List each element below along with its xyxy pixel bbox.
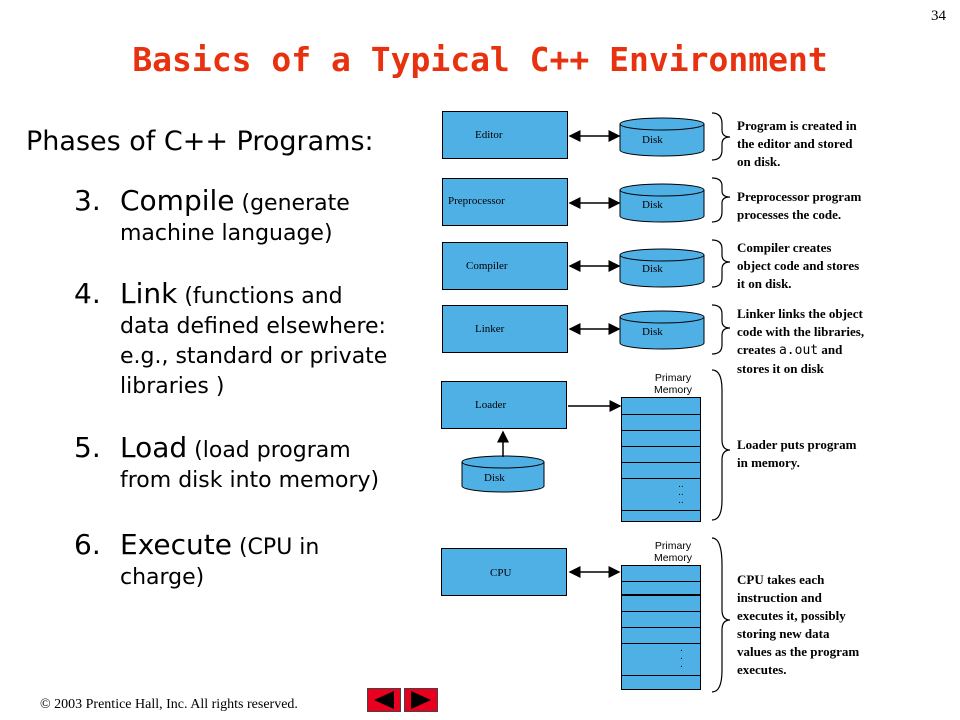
phase-item-execute: 6. Execute (CPU in charge) — [74, 530, 319, 593]
compiler-box: Compiler — [442, 242, 568, 290]
copyright: © 2003 Prentice Hall, Inc. All rights re… — [40, 697, 298, 713]
item-text: libraries ) — [120, 374, 225, 399]
phase-item-load: 5. Load (load program from disk into mem… — [74, 433, 379, 496]
brace-icon — [711, 369, 731, 521]
disk-icon — [619, 117, 705, 157]
editor-box: Editor — [442, 111, 568, 159]
item-keyword: Load — [120, 431, 188, 464]
slide-title: Basics of a Typical C++ Environment — [132, 40, 828, 79]
box-label: Loader — [475, 399, 507, 411]
item-number: 6. — [74, 528, 101, 561]
editor-description: Program is created in the editor and sto… — [737, 118, 857, 169]
box-label: Preprocessor — [448, 195, 505, 207]
box-label: Linker — [475, 323, 505, 335]
item-keyword: Execute — [120, 528, 232, 561]
disk-icon — [619, 248, 705, 288]
cpu-box: CPU — [441, 548, 567, 596]
cpu-description: CPU takes each instruction and executes … — [737, 572, 860, 677]
disk-label: Disk — [484, 472, 505, 484]
brace-icon — [711, 537, 731, 693]
page-number: 34 — [931, 8, 946, 24]
primary-memory-cpu: ... — [621, 565, 701, 690]
previous-slide-button[interactable] — [367, 688, 401, 712]
item-text: charge) — [120, 565, 205, 590]
loader-description: Loader puts program in memory. — [737, 437, 857, 470]
preprocessor-box: Preprocessor — [442, 178, 568, 226]
item-text: (functions and — [177, 284, 343, 309]
linker-description: Linker links the object code with the li… — [737, 306, 865, 376]
primary-memory-loader: ...... — [621, 397, 701, 522]
item-text: (generate — [234, 191, 350, 216]
box-label: CPU — [490, 567, 512, 579]
copyright-icon: © — [40, 697, 51, 712]
item-number: 4. — [74, 277, 101, 310]
box-label: Compiler — [466, 260, 508, 272]
preprocessor-description: Preprocessor program processes the code. — [737, 189, 862, 222]
item-number: 3. — [74, 184, 101, 217]
loader-box: Loader — [441, 381, 567, 429]
disk-label: Disk — [642, 134, 663, 146]
brace-icon — [711, 177, 731, 223]
item-text: (CPU in — [231, 535, 320, 560]
disk-icon — [619, 310, 705, 350]
phase-item-link: 4. Link (functions and data defined else… — [74, 279, 387, 402]
phases-heading: Phases of C++ Programs: — [26, 126, 374, 157]
next-slide-button[interactable] — [404, 688, 438, 712]
disk-label: Disk — [642, 326, 663, 338]
item-keyword: Compile — [120, 184, 235, 217]
left-arrow-icon — [374, 691, 394, 709]
item-number: 5. — [74, 431, 101, 464]
brace-icon — [711, 304, 731, 355]
box-label: Editor — [475, 129, 503, 141]
linker-box: Linker — [442, 305, 568, 353]
item-text: data defined elsewhere: — [120, 314, 386, 339]
disk-icon — [461, 455, 545, 493]
item-text: from disk into memory) — [120, 468, 380, 493]
disk-icon — [619, 183, 705, 223]
item-keyword: Link — [120, 277, 178, 310]
item-text: (load program — [187, 438, 351, 463]
copyright-text: 2003 Prentice Hall, Inc. All rights rese… — [50, 697, 298, 712]
item-text: e.g., standard or private — [120, 344, 388, 369]
compiler-description: Compiler creates object code and stores … — [737, 240, 860, 291]
brace-icon — [711, 112, 731, 161]
brace-icon — [711, 239, 731, 288]
right-arrow-icon — [411, 691, 431, 709]
disk-label: Disk — [642, 263, 663, 275]
disk-label: Disk — [642, 199, 663, 211]
item-text: machine language) — [120, 221, 333, 246]
phase-item-compile: 3. Compile (generate machine language) — [74, 186, 350, 249]
